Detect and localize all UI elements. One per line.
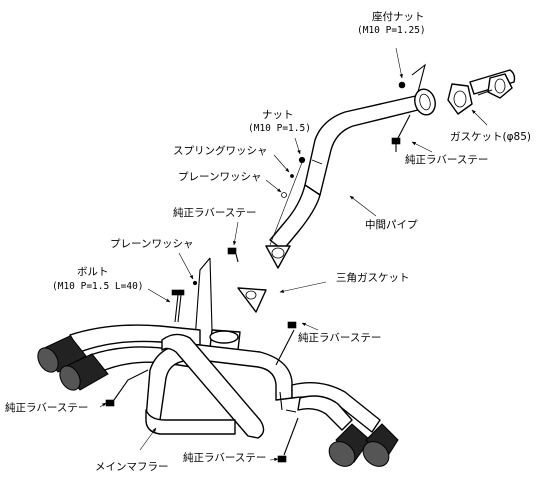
label-seat-nut-spec: (M10 P=1.25) <box>357 25 426 36</box>
main-muffler <box>69 324 381 439</box>
middle-pipe-triangle-flange <box>265 245 291 269</box>
label-bolt-spec: (M10 P=1.5 L=40) <box>52 281 144 292</box>
label-nut: ナット <box>262 109 294 121</box>
triangle-gasket-part <box>237 287 267 313</box>
label-gasket: ガスケット(φ85) <box>450 131 531 143</box>
rubber-stay-icon <box>391 114 411 152</box>
label-rubber-stay-right: 純正ラバーステー <box>298 331 381 344</box>
label-triangle-gasket: 三角ガスケット <box>336 272 410 284</box>
label-seat-nut: 座付ナット <box>372 10 425 23</box>
middle-pipe-front-flange <box>414 88 436 116</box>
rubber-stay-icon <box>277 417 299 463</box>
rubber-stay-icon <box>275 321 297 366</box>
muffler-tips-right <box>328 423 399 467</box>
label-rubber-stay-left: 純正ラバーステー <box>5 401 88 414</box>
rubber-stay-icon <box>227 247 239 263</box>
label-bolt: ボルト <box>77 266 109 278</box>
bolt-icon <box>171 280 198 323</box>
label-rubber-stay-top: 純正ラバーステー <box>405 153 488 166</box>
label-plain-washer-upper: プレーンワッシャ <box>178 171 261 183</box>
label-main-muffler: メインマフラー <box>95 461 169 473</box>
rubber-stay-icon <box>105 369 149 407</box>
label-spring-washer: スプリングワッシャ <box>173 144 268 157</box>
label-plain-washer-lower: プレーンワッシャ <box>110 238 193 250</box>
muffler-tips-left <box>37 335 109 391</box>
label-rubber-stay-bottom: 純正ラバーステー <box>183 451 266 464</box>
label-middle-pipe: 中間パイプ <box>365 218 418 231</box>
gasket-phi85 <box>447 83 473 115</box>
label-rubber-stay-mid: 純正ラバーステー <box>173 206 256 219</box>
exhaust-side-flange <box>477 73 513 99</box>
label-nut-spec: (M10 P=1.5) <box>248 123 311 134</box>
arrow-icon <box>99 47 488 462</box>
seat-nut-part <box>398 63 426 93</box>
hardware-stack <box>269 156 306 246</box>
